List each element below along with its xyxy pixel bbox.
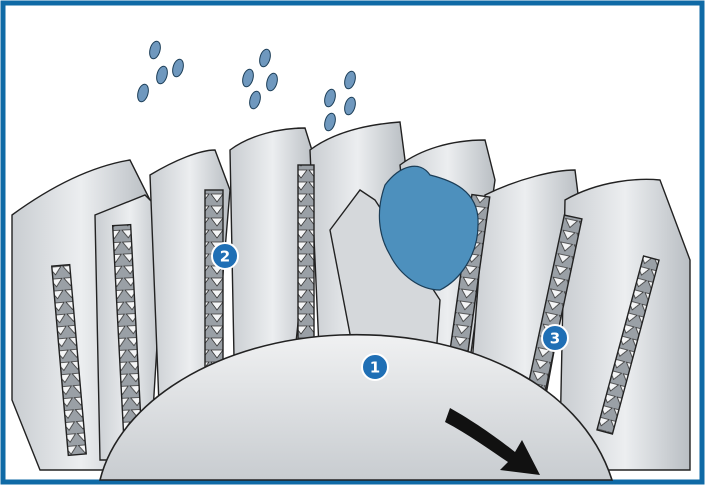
callout-label: 1 (370, 359, 380, 377)
callout-label: 2 (220, 248, 230, 266)
callout-2: 2 (212, 243, 238, 269)
callout-3: 3 (542, 325, 568, 351)
callout-1: 1 (362, 354, 388, 380)
callout-label: 3 (550, 330, 560, 348)
cooling-slots (205, 190, 223, 380)
cooling-slots (298, 165, 314, 340)
